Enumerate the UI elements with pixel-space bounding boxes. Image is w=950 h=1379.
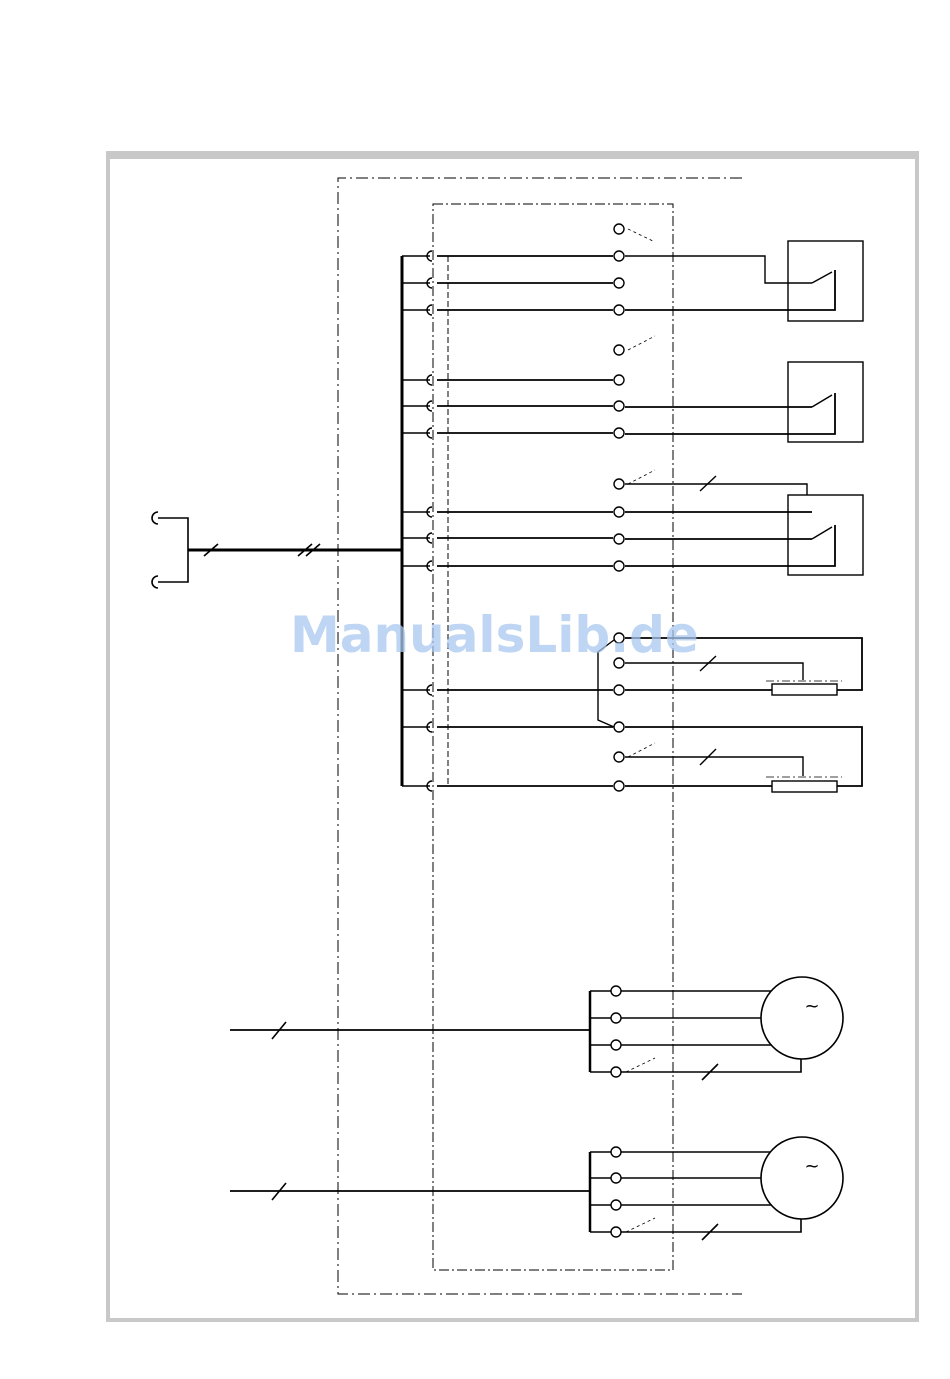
motor-2-tilde-icon: ~	[804, 1156, 819, 1177]
heater-2	[625, 727, 862, 792]
bus-taps	[402, 251, 432, 791]
motor-2	[230, 1137, 843, 1240]
switch-box-2	[625, 362, 863, 442]
outer-enclosure	[338, 178, 742, 1294]
terminal-bridges	[626, 229, 655, 1232]
switch-box-3	[625, 476, 863, 575]
terminal-block-frame	[433, 204, 673, 1270]
internal-wiring	[437, 256, 613, 786]
motor-1	[230, 977, 843, 1080]
heater-1	[598, 638, 862, 727]
switch-box-1	[625, 241, 863, 321]
supply-plug-connector	[152, 512, 402, 588]
motor-1-tilde-icon: ~	[804, 996, 819, 1017]
terminal-circles	[611, 224, 624, 1237]
